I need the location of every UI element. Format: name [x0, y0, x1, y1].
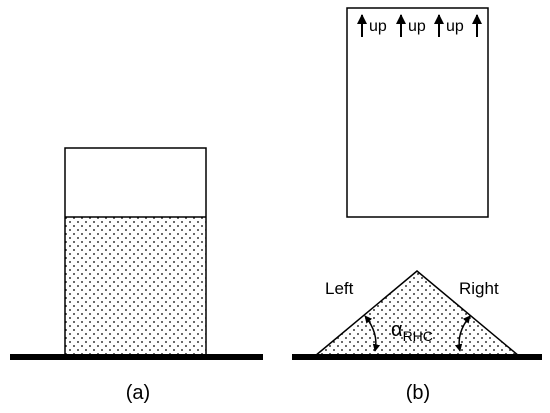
panel-a: (a) — [10, 147, 263, 404]
up-arrow-1: up — [357, 14, 387, 37]
up-arrow-3: up — [434, 14, 464, 37]
ground-line-a — [10, 354, 263, 360]
panel-b: up up up Left Right αRHC (b) — [292, 7, 542, 404]
right-angle-arc-icon — [454, 315, 471, 352]
up-label: up — [408, 18, 426, 35]
angle-label: αRHC — [391, 319, 433, 344]
angle-symbol: α — [391, 319, 403, 341]
up-label: up — [446, 18, 464, 35]
left-angle-arc-icon — [364, 315, 381, 352]
up-arrow-2: up — [396, 14, 426, 37]
left-label: Left — [325, 279, 354, 298]
raised-container-box — [346, 7, 489, 218]
angle-subscript: RHC — [403, 328, 433, 344]
caption-a: (a) — [126, 382, 150, 404]
right-label: Right — [459, 279, 499, 298]
up-label: up — [369, 18, 387, 35]
ground-line-b — [292, 354, 542, 360]
powder-fill — [65, 217, 206, 358]
caption-b: (b) — [406, 382, 430, 404]
